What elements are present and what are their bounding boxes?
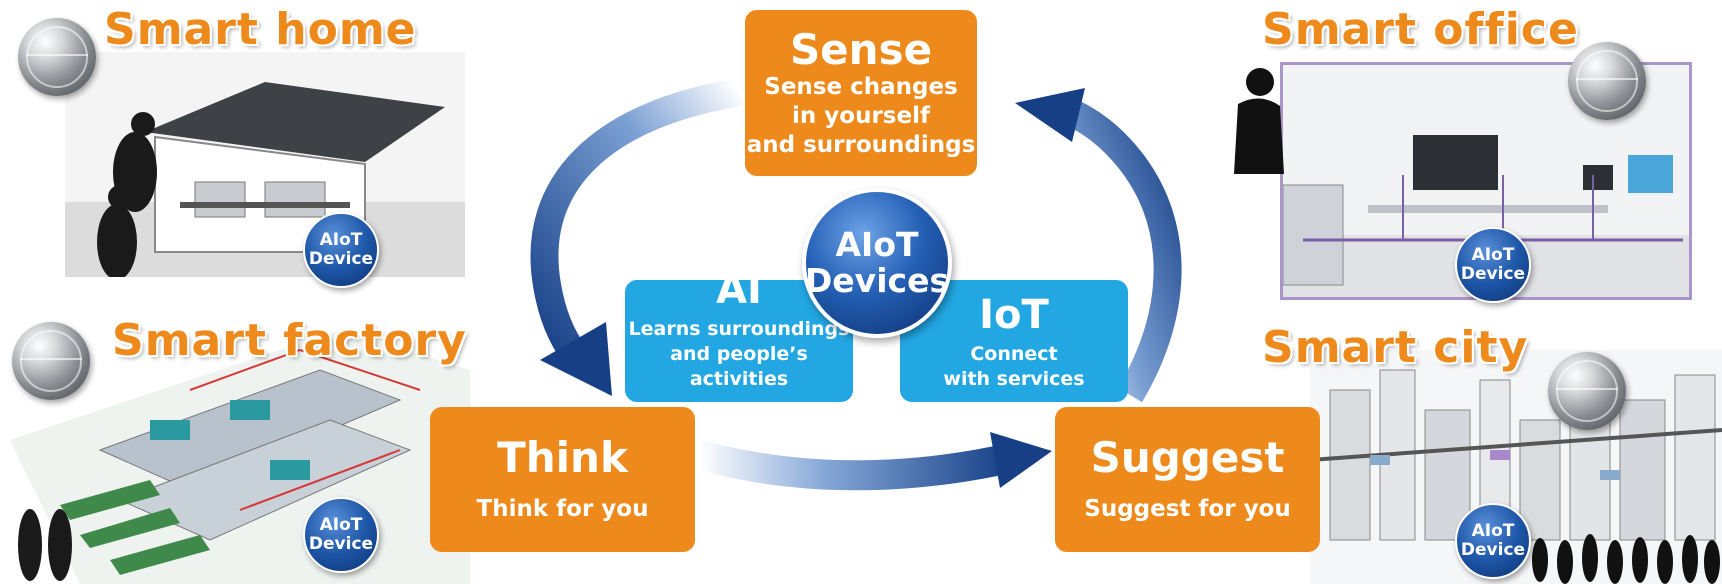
ai-box: AI Learns surroundings and people’s acti… — [625, 267, 853, 402]
smart-home-title: Smart home — [104, 4, 417, 55]
smart-office-title: Smart office — [1262, 4, 1579, 55]
suggest-line1: Suggest for you — [1084, 496, 1291, 522]
sense-line2: in yourself — [792, 102, 930, 129]
sense-box: Sense Sense changes in yourself and surr… — [745, 10, 977, 176]
ai-line2: and people’s activities — [670, 343, 808, 390]
smart-office-aiot-badge: AIoT Device — [1455, 227, 1531, 303]
think-line1: Think for you — [476, 496, 649, 522]
think-box: Think Think for you — [430, 407, 695, 552]
smart-factory-aiot-badge: AIoT Device — [303, 497, 379, 573]
aiot-devices-circle: AIoT Devices — [802, 188, 952, 338]
arrow-head-suggest — [990, 432, 1052, 488]
badge-line1: AIoT — [1471, 245, 1515, 265]
smart-city-title: Smart city — [1262, 322, 1529, 373]
smart-city-globe-icon — [1548, 352, 1626, 430]
badge-line1: AIoT — [1471, 521, 1515, 541]
suggest-box: Suggest Suggest for you — [1055, 407, 1320, 552]
smart-city-aiot-badge: AIoT Device — [1455, 503, 1531, 579]
arrow-suggest-to-sense — [1056, 95, 1182, 403]
smart-home-globe-icon — [18, 18, 96, 96]
smart-factory-title: Smart factory — [112, 315, 467, 366]
arrow-head-sense — [1015, 88, 1085, 142]
aiot-devices-line2: Devices — [804, 261, 950, 300]
arrow-head-think — [540, 322, 612, 396]
iot-line1: Connect — [970, 343, 1058, 365]
smart-home-aiot-badge: AIoT Device — [303, 212, 379, 288]
badge-line2: Device — [308, 249, 374, 269]
sense-line3: and surroundings — [746, 131, 976, 158]
sense-line1: Sense changes — [764, 73, 958, 100]
iot-title: IoT — [979, 292, 1049, 338]
badge-line2: Device — [1460, 540, 1526, 560]
arrow-sense-to-think — [530, 78, 743, 364]
badge-line2: Device — [308, 534, 374, 554]
iot-line2: with services — [943, 368, 1085, 390]
office-person-silhouette — [1234, 68, 1284, 174]
aiot-devices-line1: AIoT — [835, 225, 919, 264]
badge-line1: AIoT — [319, 230, 363, 250]
smart-office-globe-icon — [1568, 42, 1646, 120]
smart-factory-globe-icon — [12, 322, 90, 400]
smart-home-image — [65, 52, 465, 277]
badge-line1: AIoT — [319, 515, 363, 535]
suggest-title: Suggest — [1090, 433, 1285, 482]
ai-line1: Learns surroundings — [628, 318, 850, 340]
think-title: Think — [497, 433, 628, 482]
arrow-think-to-suggest — [696, 440, 1014, 491]
sense-title: Sense — [789, 24, 933, 74]
badge-line2: Device — [1460, 264, 1526, 284]
ai-title: AI — [716, 267, 762, 313]
